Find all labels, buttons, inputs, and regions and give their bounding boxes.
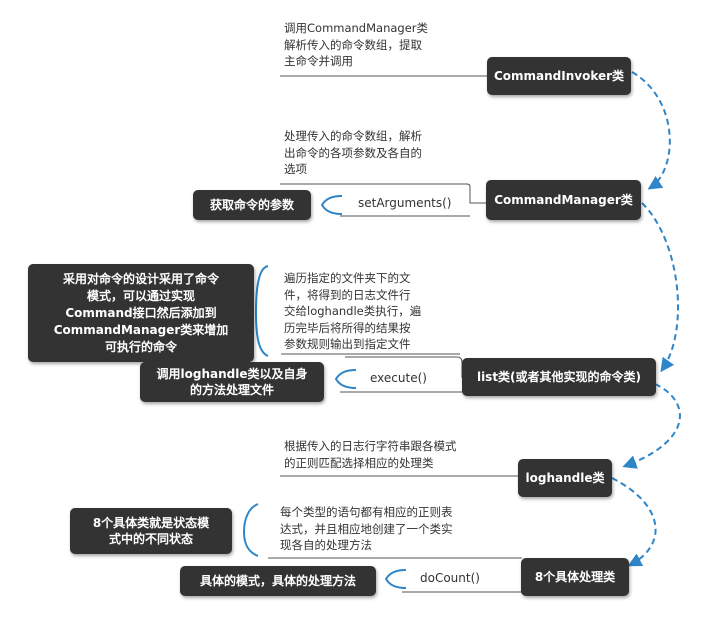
label-get-arguments: 获取命令的参数 <box>193 190 311 220</box>
note-list: 遍历指定的文件夹下的文 件，将得到的日志文件行 交给loghandle类执行，遍… <box>284 271 422 351</box>
label-command-pattern: 采用对命令的设计采用了命令 模式，可以通过实现 Command接口然后添加到 C… <box>28 264 254 362</box>
arrow-loghandle-to-concrete <box>611 477 657 567</box>
bracket-concrete <box>384 569 407 589</box>
method-line-list <box>345 356 463 378</box>
bracket-design <box>254 265 269 357</box>
label-command-pattern-text: 采用对命令的设计采用了命令 模式，可以通过实现 Command接口然后添加到 C… <box>53 271 229 354</box>
label-call-loghandle-text: 调用loghandle类以及自身 的方法处理文件 <box>156 367 308 397</box>
note-concrete: 每个类型的语句都有相应的正则表 达式，并且相应地创建了一个类实 现各自的处理方法 <box>280 505 453 552</box>
label-state-pattern-text: 8个具体类就是状态模 式中的不同状态 <box>92 516 210 546</box>
node-loghandle-label: loghandle类 <box>525 471 605 485</box>
node-command-invoker: CommandInvoker类 <box>487 57 631 95</box>
label-concrete-method: 具体的模式，具体的处理方法 <box>180 566 376 596</box>
node-list-class: list类(或者其他实现的命令类) <box>462 358 656 396</box>
node-command-manager-label: CommandManager类 <box>494 193 633 207</box>
bracket-call-loghandle <box>334 369 357 389</box>
bracket-state <box>242 503 259 557</box>
node-concrete-handlers: 8个具体处理类 <box>521 558 629 596</box>
method-do-count: doCount() <box>420 571 480 585</box>
arrow-manager-to-list <box>641 202 679 373</box>
node-loghandle: loghandle类 <box>518 459 612 497</box>
arrow-invoker-to-manager <box>631 71 671 190</box>
label-get-arguments-text: 获取命令的参数 <box>209 198 294 212</box>
method-execute: execute() <box>370 371 427 385</box>
node-concrete-handlers-label: 8个具体处理类 <box>534 570 616 584</box>
note-invoker: 调用CommandManager类 解析传入的命令数组，提取 主命令并调用 <box>284 21 429 68</box>
node-list-class-label: list类(或者其他实现的命令类) <box>476 370 642 384</box>
label-state-pattern: 8个具体类就是状态模 式中的不同状态 <box>70 508 232 554</box>
method-line-manager <box>352 183 486 204</box>
note-manager: 处理传入的命令数组，解析 出命令的各项参数及各自的 选项 <box>284 129 422 176</box>
label-concrete-method-text: 具体的模式，具体的处理方法 <box>199 574 356 588</box>
node-command-invoker-label: CommandInvoker类 <box>493 69 625 83</box>
note-loghandle: 根据传入的日志行字符串跟各模式 的正则匹配选择相应的处理类 <box>284 439 457 470</box>
label-call-loghandle: 调用loghandle类以及自身 的方法处理文件 <box>140 362 324 402</box>
node-command-manager: CommandManager类 <box>486 180 641 220</box>
bracket-get-args <box>320 195 343 215</box>
method-set-arguments: setArguments() <box>358 196 452 210</box>
arrow-list-to-loghandle <box>622 383 681 469</box>
